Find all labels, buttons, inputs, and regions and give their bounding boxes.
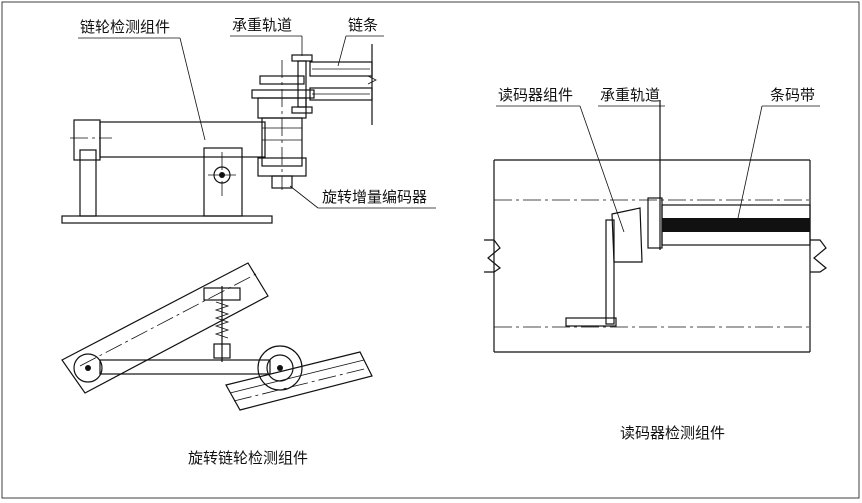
rotary-arm bbox=[99, 359, 271, 375]
label-load-rail-right: 承重轨道 bbox=[600, 86, 660, 104]
caption-rotary-sprocket: 旋转链轮检测组件 bbox=[188, 449, 308, 467]
label-chain: 链条 bbox=[348, 16, 378, 34]
label-load-rail-left: 承重轨道 bbox=[232, 16, 292, 34]
lower-rail bbox=[225, 351, 373, 411]
sprocket-wheel bbox=[257, 345, 303, 391]
caption-reader-detection: 读码器检测组件 bbox=[620, 424, 725, 442]
reader-bracket bbox=[565, 317, 617, 327]
rotary-sprocket-view bbox=[61, 262, 373, 411]
support-post bbox=[79, 149, 97, 217]
label-barcode-strip: 条码带 bbox=[770, 86, 815, 104]
label-reader-assembly: 读码器组件 bbox=[498, 86, 573, 104]
pivot-wheel bbox=[73, 353, 103, 383]
reader-body bbox=[611, 207, 643, 263]
base-plate bbox=[61, 215, 273, 224]
mid-bracket bbox=[203, 147, 243, 217]
spring bbox=[214, 301, 230, 339]
encoder-body bbox=[271, 175, 293, 189]
label-rotary-encoder: 旋转增量编码器 bbox=[322, 188, 427, 206]
label-sprocket-assembly: 链轮检测组件 bbox=[80, 18, 170, 36]
inclined-frame bbox=[61, 262, 269, 394]
horizontal-arm bbox=[99, 121, 266, 158]
leader-sprocket bbox=[179, 37, 206, 141]
sprocket-assembly-view bbox=[61, 44, 377, 224]
reader-assembly-view bbox=[484, 100, 828, 353]
